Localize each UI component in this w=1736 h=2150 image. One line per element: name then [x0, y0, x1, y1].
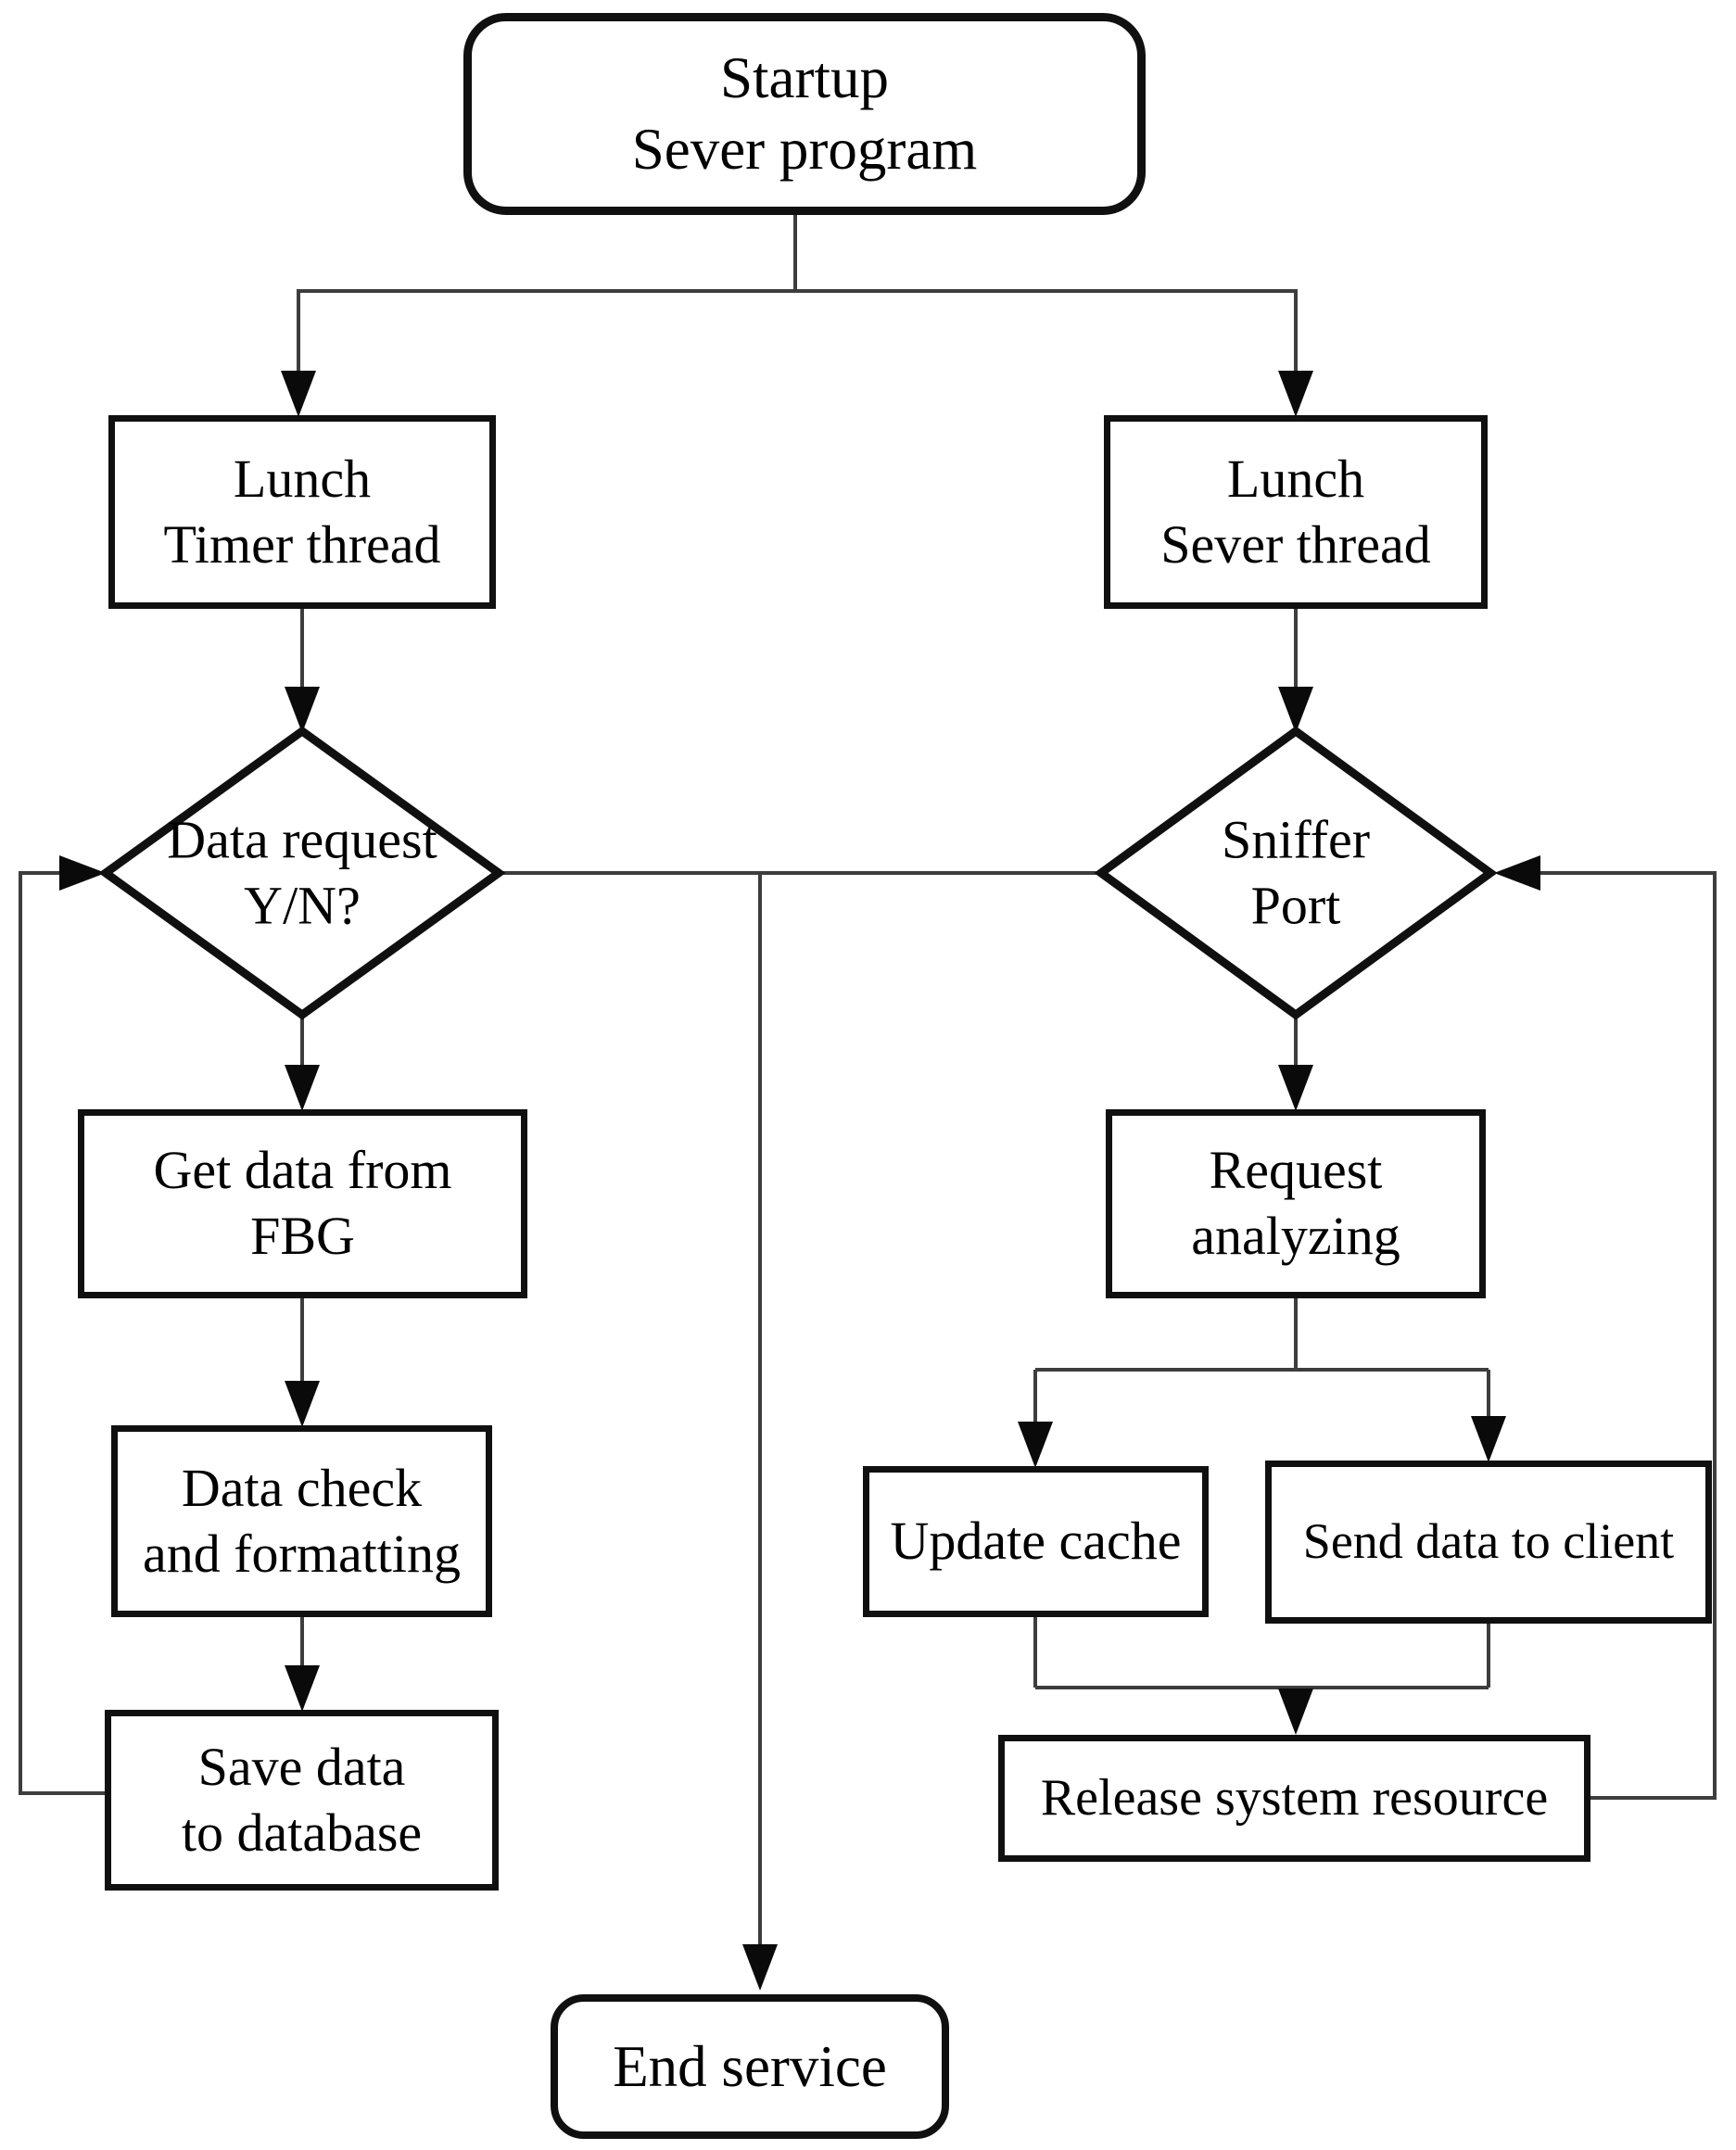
node-save-data-label: Save data to database	[181, 1736, 423, 1863]
node-release-resource: Release system resource	[998, 1735, 1590, 1862]
node-send-data-client-label: Send data to client	[1302, 1513, 1675, 1570]
arrowhead-into-timer	[281, 371, 316, 417]
node-startup-label: Startup Sever program	[631, 45, 978, 182]
arrowhead-into-update	[1018, 1422, 1053, 1468]
node-lunch-timer-thread-label: Lunch Timer thread	[163, 448, 441, 575]
decision-sniffer-port-shape	[1094, 726, 1498, 1020]
arrowhead-into-send	[1471, 1416, 1506, 1462]
node-end-service-label: End service	[613, 2033, 887, 2099]
node-update-cache: Update cache	[863, 1466, 1209, 1617]
decision-data-request-shape	[98, 726, 506, 1020]
arrowhead-left-loop	[59, 855, 106, 891]
node-update-cache-label: Update cache	[890, 1511, 1182, 1572]
decision-data-request-label: Data request Y/N?	[167, 809, 437, 935]
node-request-analyzing: Request analyzing	[1106, 1109, 1486, 1298]
node-get-data-fbg-label: Get data from FBG	[153, 1140, 452, 1266]
node-request-analyzing-label: Request analyzing	[1191, 1140, 1400, 1266]
node-lunch-timer-thread: Lunch Timer thread	[108, 415, 496, 609]
node-lunch-server-thread: Lunch Sever thread	[1104, 415, 1488, 609]
node-lunch-server-thread-label: Lunch Sever thread	[1160, 448, 1431, 575]
arrowhead-into-save	[285, 1665, 320, 1712]
arrowhead-into-getdata	[285, 1065, 320, 1111]
node-end-service: End service	[551, 1994, 949, 2139]
node-startup: Startup Sever program	[463, 13, 1146, 215]
arrowhead-into-end	[742, 1944, 778, 1991]
node-data-check: Data check and formatting	[111, 1425, 492, 1617]
node-send-data-client: Send data to client	[1265, 1461, 1712, 1624]
arrowhead-right-loop	[1494, 855, 1540, 891]
arrowhead-into-left-diamond	[285, 687, 320, 733]
node-release-resource-label: Release system resource	[1040, 1769, 1549, 1828]
arrowhead-into-server	[1278, 371, 1313, 417]
node-save-data: Save data to database	[105, 1710, 499, 1891]
node-data-check-label: Data check and formatting	[142, 1457, 462, 1584]
arrowhead-into-release	[1278, 1688, 1313, 1735]
arrowhead-into-request	[1278, 1065, 1313, 1111]
arrowhead-into-check	[285, 1381, 320, 1427]
edge-right-loop	[1539, 871, 1717, 1800]
arrowhead-into-right-diamond	[1278, 687, 1313, 733]
node-get-data-fbg: Get data from FBG	[78, 1109, 527, 1298]
decision-sniffer-port-label: Sniffer Port	[1221, 809, 1371, 935]
edge-left-loop	[19, 871, 105, 1795]
